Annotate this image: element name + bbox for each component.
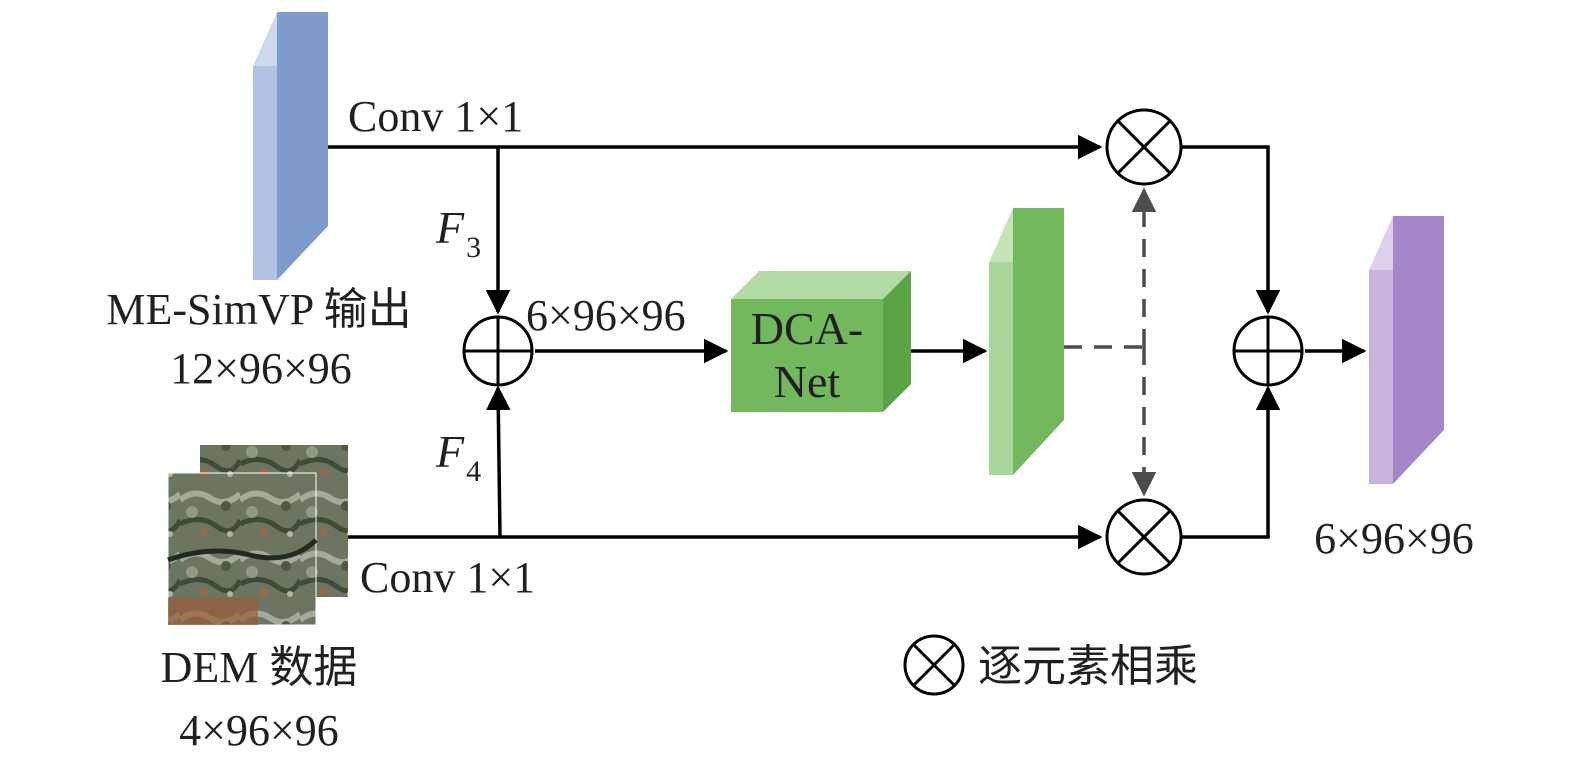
module-label-line1: DCA- xyxy=(751,303,863,354)
dem-name-label: DEM 数据 xyxy=(161,643,358,692)
legend-multiply-icon xyxy=(903,634,965,696)
connections xyxy=(328,134,1367,550)
output-block xyxy=(1369,216,1444,484)
output-shape-label: 6×96×96 xyxy=(1314,514,1474,563)
conv-top-label: Conv 1×1 xyxy=(348,92,523,141)
dem-data-image xyxy=(167,445,348,626)
circle-plus-icon xyxy=(462,315,534,387)
module-label-line2: Net xyxy=(774,356,841,407)
dca-net-module xyxy=(731,271,911,412)
circle-times-icon xyxy=(1105,498,1183,576)
legend-text: 逐元素相乘 xyxy=(978,642,1198,691)
simvp-shape-label: 12×96×96 xyxy=(170,344,352,393)
f4-label: F4 xyxy=(435,426,481,488)
attention-map-block xyxy=(989,208,1064,475)
simvp-name-label: ME-SimVP 输出 xyxy=(106,285,411,334)
attention-dashed-lines xyxy=(1064,187,1157,497)
dem-shape-label: 4×96×96 xyxy=(179,706,339,755)
f3-label: F3 xyxy=(435,202,481,264)
circle-times-icon xyxy=(1105,108,1183,186)
simvp-output-block xyxy=(253,12,328,280)
fused-shape-label: 6×96×96 xyxy=(526,291,686,340)
conv-bottom-label: Conv 1×1 xyxy=(360,553,535,602)
circle-plus-icon xyxy=(1232,315,1304,387)
